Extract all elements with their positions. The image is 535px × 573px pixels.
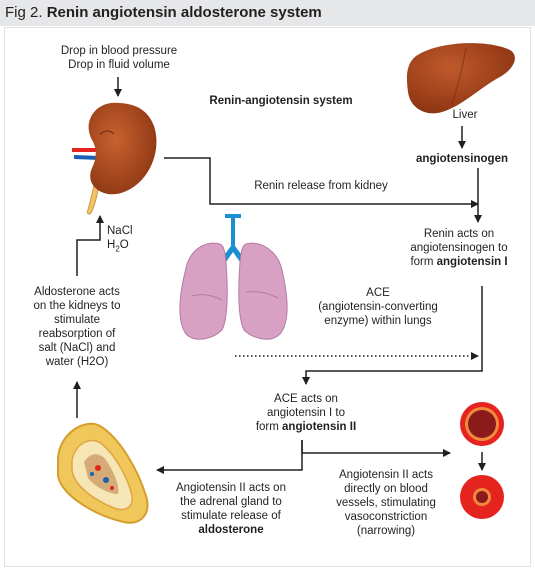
renin-acts-text: Renin acts on angiotensinogen to form an… [388, 227, 530, 269]
aldo-line-5: salt (NaCl) and [38, 342, 116, 354]
vessel-line-2: directly on blood [344, 483, 428, 495]
arrow-renin-release [164, 157, 479, 208]
lungs-icon [179, 214, 288, 340]
nacl-label: NaCl [107, 225, 133, 237]
renin-acts-line-1: Renin acts on [423, 228, 495, 240]
figure-header: Fig 2. Renin angiotensin aldosterone sys… [0, 0, 535, 26]
aldosterone-text: Aldosterone acts on the kidneys to stimu… [12, 285, 142, 369]
ace-acts-line-2: angiotensin I to [266, 407, 345, 419]
figure-title: Renin angiotensin aldosterone system [46, 4, 322, 21]
kidney-icon [72, 102, 157, 215]
vessel-line-3: vessels, stimulating [336, 497, 436, 509]
arrow-to-vessels [301, 440, 451, 457]
system-heading: Renin-angiotensin system [209, 95, 353, 107]
h2o-subscript: 2 [115, 244, 120, 254]
ace-line-2: (angiotensin-converting [318, 301, 438, 313]
ace-acts-text: ACE acts on angiotensin I to form angiot… [236, 392, 376, 434]
adrenal-gland-icon [57, 422, 149, 524]
ace-line-3: enzyme) within lungs [324, 315, 432, 327]
liver-label: Liver [452, 109, 478, 121]
arrow-angiotensin-i-to-ace [302, 286, 483, 385]
adrenal-line-2: the adrenal gland to [180, 496, 282, 508]
vessel-line-4: vasoconstriction [344, 511, 428, 523]
figure-caption: Fig 2. Renin angiotensin aldosterone sys… [5, 4, 322, 21]
ace-line-1: ACE [366, 287, 390, 299]
constricted-blood-vessel-icon [460, 475, 504, 519]
aldo-line-3: stimulate [53, 314, 101, 326]
ace-acts-prefix: form [255, 421, 283, 433]
h2o-label: H2O [107, 238, 157, 256]
flow-arrows [73, 77, 486, 474]
h2o-h: H [107, 239, 116, 251]
adrenal-text: Angiotensin II acts on the adrenal gland… [150, 481, 312, 537]
liver-icon [406, 43, 515, 114]
renin-release-label: Renin release from kidney [254, 180, 388, 192]
angiotensin-ii-term: angiotensin II [282, 421, 357, 433]
adrenal-line-1: Angiotensin II acts on [176, 482, 286, 494]
trigger-line-1: Drop in blood pressure [60, 45, 178, 57]
ace-acts-line-3: form angiotensin II [236, 420, 376, 434]
aldo-line-1: Aldosterone acts [34, 286, 120, 298]
arrow-reabsorption-to-kidney [76, 215, 104, 276]
vessel-line-1: Angiotensin II acts [339, 469, 433, 481]
ace-text: ACE (angiotensin-converting enzyme) with… [290, 286, 466, 328]
renin-acts-line-2: angiotensinogen to [410, 242, 508, 254]
aldosterone-term: aldosterone [198, 524, 264, 536]
aldo-line-6: water (H2O) [45, 356, 109, 368]
vessel-line-5: (narrowing) [356, 525, 416, 537]
nacl-h2o-label: NaCl H2O [107, 224, 157, 256]
adrenal-line-3: stimulate release of [181, 510, 281, 522]
figure-number: Fig 2. [5, 4, 43, 21]
blood-vessel-icon [460, 402, 504, 446]
ace-acts-line-1: ACE acts on [274, 393, 338, 405]
renin-acts-line-3: form angiotensin I [388, 255, 530, 269]
vessel-text: Angiotensin II acts directly on blood ve… [318, 468, 454, 538]
trigger-line-2: Drop in fluid volume [68, 59, 170, 71]
h2o-o: O [119, 239, 129, 251]
trigger-text: Drop in blood pressure Drop in fluid vol… [24, 44, 214, 72]
aldo-line-2: on the kidneys to [33, 300, 121, 312]
renin-acts-prefix: form [410, 256, 437, 268]
aldo-line-4: reabsorption of [38, 328, 116, 340]
angiotensin-i-term: angiotensin I [436, 256, 508, 268]
angiotensinogen-label: angiotensinogen [416, 153, 508, 165]
arrow-to-adrenal [156, 440, 303, 474]
